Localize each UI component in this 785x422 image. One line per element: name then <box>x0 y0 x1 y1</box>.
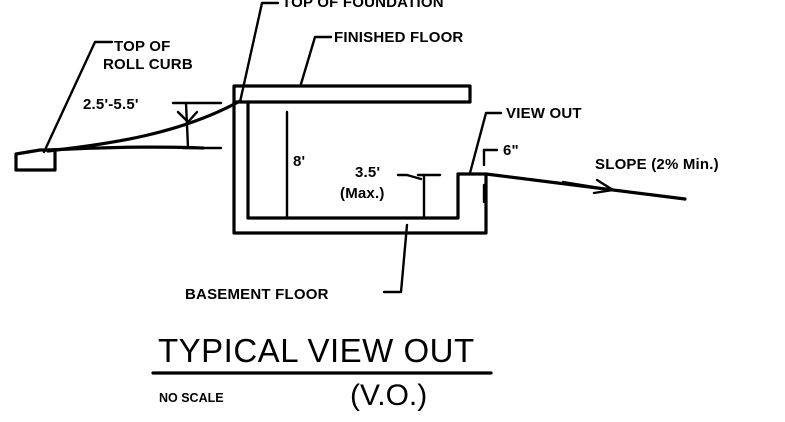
slope-label: SLOPE (2% Min.) <box>595 156 719 173</box>
view-out-height-label: 6" <box>503 142 519 159</box>
view-out-label: VIEW OUT <box>506 105 582 122</box>
slope-indicator <box>484 172 687 201</box>
drawing-title: TYPICAL VIEW OUT <box>158 332 475 369</box>
finished-floor-label: FINISHED FLOOR <box>334 29 463 46</box>
basement-floor-label: BASEMENT FLOOR <box>185 286 329 303</box>
foundation-walls <box>232 84 488 235</box>
window-depth-label-line2: (Max.) <box>340 185 385 202</box>
window-depth-label-line1: 3.5' <box>355 164 380 181</box>
scale-note: NO SCALE <box>159 391 224 405</box>
roll-curb <box>14 40 242 172</box>
top-of-foundation-label: TOP OF FOUNDATION <box>282 0 444 11</box>
curb-height-dimension <box>171 101 223 150</box>
detail-code: (V.O.) <box>350 379 427 412</box>
wall-height-label: 8' <box>293 153 305 170</box>
roll-curb-label-line2: ROLL CURB <box>103 56 193 73</box>
leaders <box>238 1 503 294</box>
curb-height-label: 2.5'-5.5' <box>83 96 139 113</box>
window-well <box>416 173 442 220</box>
view-out-height-dimension <box>482 148 499 204</box>
roll-curb-label-line1: TOP OF <box>114 38 171 55</box>
